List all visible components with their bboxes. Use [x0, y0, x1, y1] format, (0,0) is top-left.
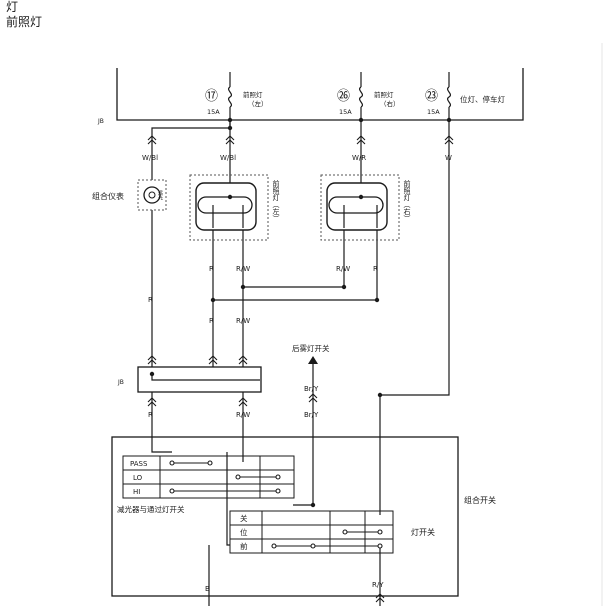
fuse-26	[358, 72, 364, 123]
wire-label-rw-low: R/W	[236, 317, 250, 325]
wire-label-w: W	[445, 154, 452, 162]
fuse-26-label-1: 前照灯	[374, 90, 394, 99]
fuse-17-number: ⑰	[205, 89, 218, 104]
fuse-23-rating: 15A	[427, 108, 440, 116]
wire-label-rw-lamp-l: R/W	[236, 265, 250, 273]
light-row-off: 关	[240, 513, 248, 523]
fuse-17-rating: 15A	[207, 108, 220, 116]
dimmer-contacts	[169, 460, 281, 494]
junction-dots	[210, 125, 383, 508]
jb-label-middle: JB	[117, 379, 124, 386]
wire-label-w-bl-2: W/Bl	[220, 154, 236, 162]
fuse-23	[446, 72, 452, 123]
wire-label-r-mid: R	[148, 296, 153, 304]
fuse-17-label-1: 前照灯	[243, 90, 263, 99]
wire-label-r-low: R	[209, 317, 214, 325]
fuse-17	[227, 72, 233, 123]
wire-label-r-jb: R	[148, 411, 153, 419]
junction-block-top	[116, 68, 524, 121]
page-title: 灯	[6, 0, 19, 14]
fuse-23-number: ㉓	[425, 89, 438, 104]
rear-fog-arrow	[308, 356, 318, 372]
wire-label-w-r: W/R	[352, 154, 366, 162]
dimmer-switch-table	[122, 455, 295, 499]
headlamp-right	[320, 174, 400, 241]
headlamp-right-label: 前照灯（右）	[403, 179, 411, 222]
combination-switch-label: 组合开关	[464, 495, 496, 505]
combination-switch	[111, 436, 459, 597]
wire-label-bry-top: Br/Y	[304, 385, 319, 393]
wire-label-r-lamp-l: R	[209, 265, 214, 273]
wire-label-b: B	[205, 585, 210, 593]
wire-label-w-bl: W/Bl	[142, 154, 158, 162]
rear-fog-switch-label: 后雾灯开关	[292, 343, 330, 353]
wires	[151, 120, 450, 606]
fuse-23-label: 位灯、停车灯	[460, 94, 505, 104]
fuse-26-label-2: （右）	[380, 99, 400, 108]
headlamp-left	[189, 174, 269, 241]
wire-label-r-lamp-r: R	[373, 265, 378, 273]
wire-label-rw-lamp-r: R/W	[336, 265, 350, 273]
page-header: 灯 前照灯	[6, 0, 42, 30]
light-switch-label: 灯开关	[411, 527, 435, 537]
headlamp-left-label: 前照灯（左）	[272, 179, 280, 222]
light-switch-contacts	[271, 529, 383, 549]
jb-label-top: JB	[97, 118, 104, 125]
indicator-label: 远光	[157, 189, 163, 201]
combo-meter-label: 组合仪表	[92, 191, 124, 201]
fuse-26-rating: 15A	[339, 108, 352, 116]
fuse-17-label-2: （左）	[248, 99, 268, 108]
dimmer-row-pass: PASS	[130, 460, 148, 468]
fuse-26-number: ㉖	[337, 89, 350, 104]
light-row-position: 位	[240, 527, 248, 537]
light-switch-table	[229, 510, 394, 554]
dimmer-switch-label: 减光器与通过灯开关	[117, 504, 185, 514]
wire-label-bry-bottom: Br/Y	[304, 411, 319, 419]
dimmer-row-hi: HI	[133, 488, 140, 496]
page-subtitle: 前照灯	[6, 15, 43, 29]
combo-meter	[137, 179, 167, 211]
connector-marks	[147, 135, 454, 603]
wire-label-ry: R/Y	[372, 581, 384, 589]
junction-block-middle	[137, 366, 262, 393]
wire-label-rw-jb: R/W	[236, 411, 250, 419]
dimmer-row-lo: LO	[133, 474, 143, 482]
light-row-head: 前	[240, 541, 248, 551]
